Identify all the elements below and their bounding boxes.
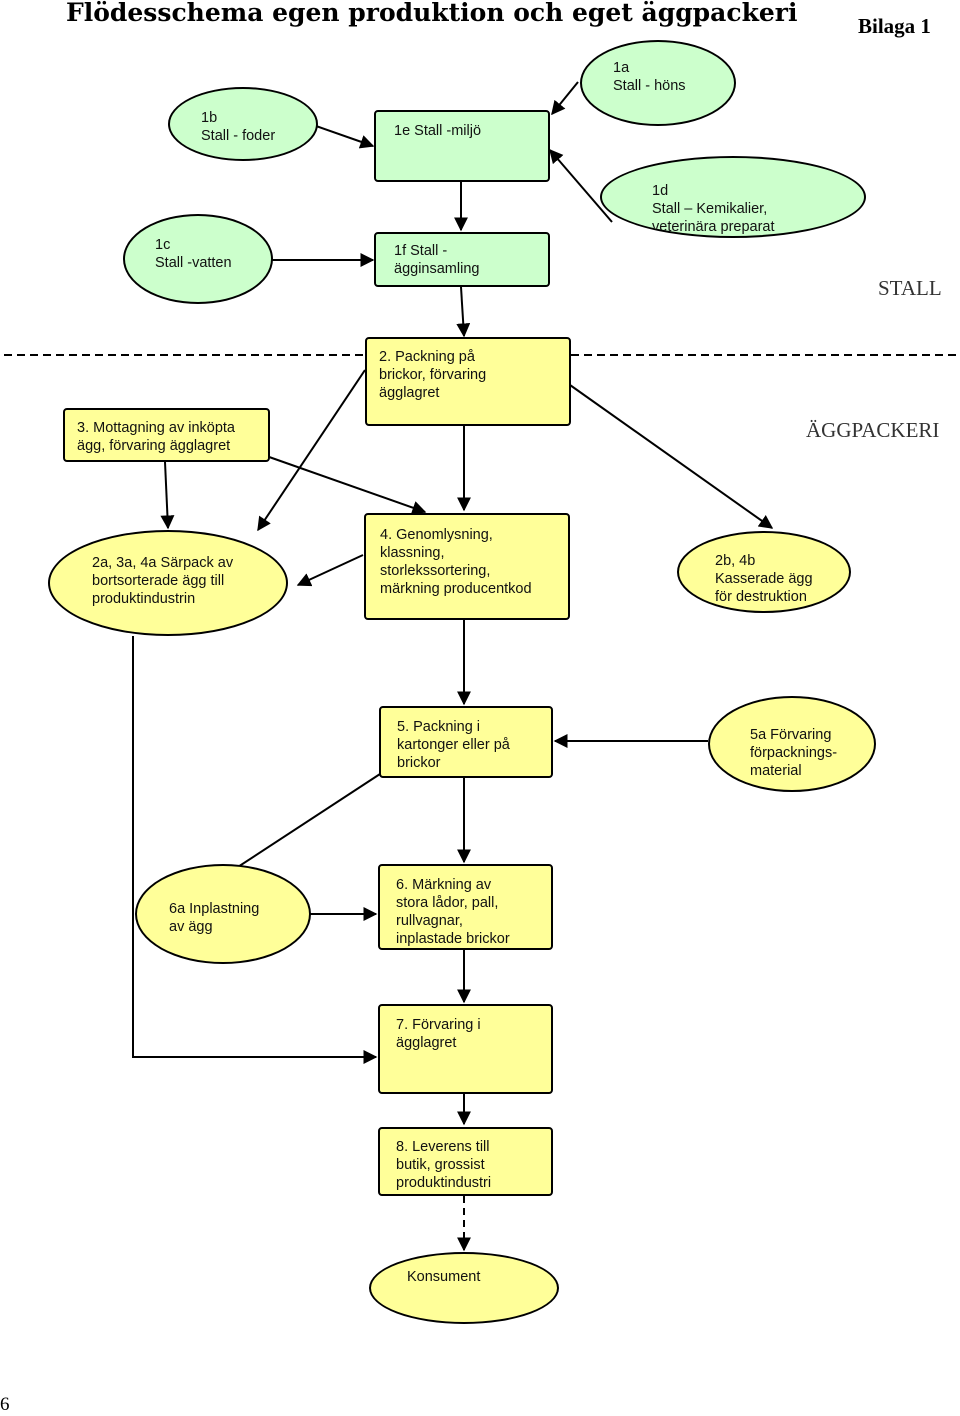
node-8-leverens[interactable]: 8. Leverens till butik, grossist produkt… — [378, 1127, 553, 1196]
node-konsument[interactable]: Konsument — [369, 1252, 559, 1324]
node-1c-stall-vatten[interactable]: 1c Stall -vatten — [123, 214, 273, 304]
node-2b-kasserade[interactable]: 2b, 4b Kasserade ägg för destruktion — [677, 531, 851, 613]
appendix-label: Bilaga 1 — [858, 14, 931, 38]
node-1e-stall-miljo[interactable]: 1e Stall -miljö — [374, 110, 550, 182]
edge-1f-2 — [456, 286, 471, 338]
node-5a-forvaring-material[interactable]: 5a Förvaring förpacknings- material — [708, 696, 876, 792]
edge-2-2b — [569, 384, 774, 529]
node-1a-stall-hons[interactable]: 1a Stall - höns — [580, 40, 736, 126]
edge-2-2a — [257, 369, 366, 532]
node-2a-sarpack[interactable]: 2a, 3a, 4a Särpack av bortsorterade ägg … — [48, 530, 288, 636]
node-7-forvaring-agglagret[interactable]: 7. Förvaring i ägglagret — [378, 1004, 553, 1094]
section-label-stall: STALL — [878, 276, 942, 300]
edge-3-4 — [254, 451, 427, 515]
edge-2a-7 — [132, 636, 378, 1064]
edge-1d-1e — [549, 148, 613, 223]
edge-4-2a — [296, 554, 364, 587]
page-number: 6 — [0, 1394, 10, 1415]
node-4-genomlysning[interactable]: 4. Genomlysning, klassning, storlekssort… — [364, 513, 570, 620]
node-6-markning[interactable]: 6. Märkning av stora lådor, pall, rullva… — [378, 864, 553, 950]
node-6a-inplastning[interactable]: 6a Inplastning av ägg — [135, 864, 311, 964]
edge-5-6a — [219, 773, 381, 879]
node-1d-stall-kemikalier[interactable]: 1d Stall – Kemikalier, veterinära prepar… — [600, 156, 866, 238]
page-title: Flödesschema egen produktion och eget äg… — [66, 0, 798, 27]
node-3-mottagning[interactable]: 3. Mottagning av inköpta ägg, förvaring … — [63, 408, 270, 462]
node-1f-stall-agginsamling[interactable]: 1f Stall - ägginsamling — [374, 232, 550, 287]
edge-1b-1e — [315, 125, 375, 149]
edge-3-2a — [160, 461, 175, 530]
section-label-packeri: ÄGGPACKERI — [806, 418, 940, 442]
edge-1a-1e — [551, 81, 579, 116]
node-5-packning-kartonger[interactable]: 5. Packning i kartonger eller på brickor — [379, 706, 553, 778]
node-1b-stall-foder[interactable]: 1b Stall - foder — [168, 87, 318, 161]
node-2-packning-brickor[interactable]: 2. Packning på brickor, förvaring ägglag… — [365, 337, 571, 426]
